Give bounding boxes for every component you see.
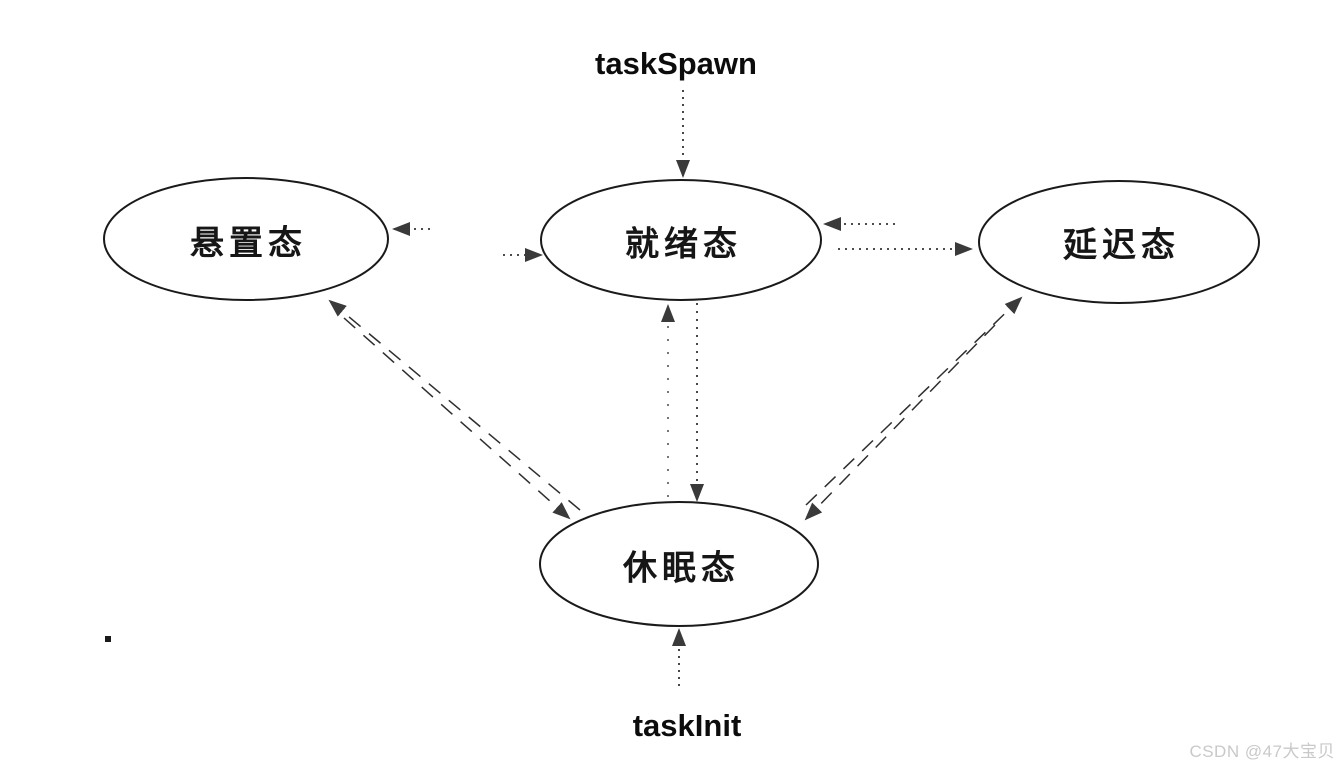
suspended-state-label: 悬置态: [190, 225, 307, 263]
csdn-watermark: CSDN @47大宝贝: [1189, 742, 1335, 761]
ready-state-label: 就绪态: [625, 226, 742, 264]
edge-dormant-to-suspended: [328, 299, 581, 511]
edge-dormant-to-delayed: [805, 296, 1023, 506]
dormant-state-label: 休眠态: [623, 550, 740, 588]
delayed-state-ellipse: [978, 180, 1260, 304]
ready-state-ellipse: [540, 179, 822, 301]
edge-suspended-to-dormant: [343, 317, 571, 520]
edge-delayed-to-dormant: [804, 324, 996, 521]
suspended-state-ellipse: [103, 177, 389, 301]
dormant-state-ellipse: [539, 501, 819, 627]
delayed-state-label: 延迟态: [1063, 227, 1180, 265]
scan-speck: [105, 636, 111, 642]
taskspawn-label: taskSpawn: [595, 46, 757, 81]
taskinit-label: taskInit: [632, 708, 742, 743]
